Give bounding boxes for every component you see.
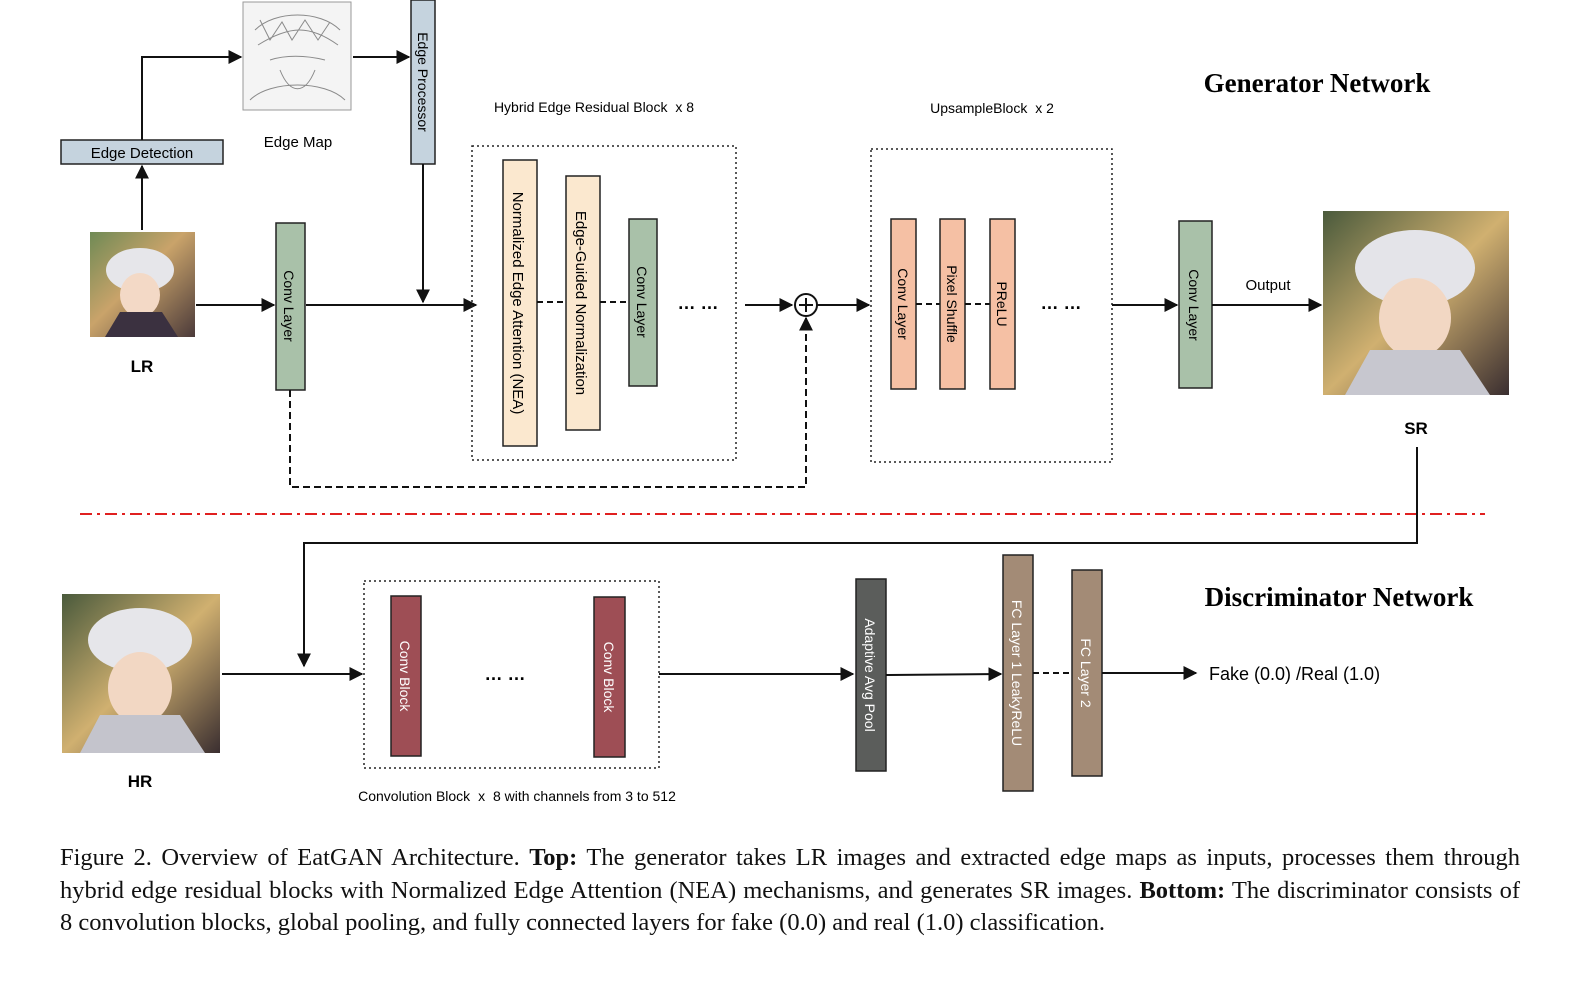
discriminator-output: Fake (0.0) /Real (1.0) [1209,664,1380,684]
nea-label: Normalized Edge Attention (NEA) [509,192,526,415]
pixel-shuffle-label: Pixel Shuffle [944,265,960,343]
conv-block-2-label: Conv Block [601,642,617,714]
conv-layer-1 [275,222,306,391]
conv-block-1-label: Conv Block [397,641,413,713]
conv-block-group-frame [363,580,660,769]
nea-box [502,159,538,447]
hybrid-conv-box [628,218,658,387]
upsample-ellipsis: … … [1040,293,1081,313]
lr-label: LR [131,357,154,376]
conv-group-caption: Convolution Block x 8 with channels from… [358,788,676,804]
caption-top-label: Top: [529,844,578,871]
conv-block-ellipsis: … … [484,664,525,684]
up-conv-box [890,218,917,390]
output-label: Output [1245,277,1291,294]
edge-detection-label: Edge Detection [91,145,194,162]
arrow-edge-detection-to-map [141,50,243,140]
edge-map-label: Edge Map [264,134,332,151]
conv-group-caption-b: x [478,788,485,804]
upsample-title: UpsampleBlock x 2 [930,100,1054,116]
caption-prefix: Figure 2. Overview of EatGAN Architectur… [60,844,520,871]
conv-block-2 [593,596,626,758]
fc1-label: FC Layer 1 LeakyReLU [1009,600,1025,746]
up-conv-label: Conv Layer [895,268,911,340]
discriminator-title: Discriminator Network [1205,582,1474,612]
hr-image [62,594,220,753]
prelu-label: PReLU [994,281,1010,326]
caption-bottom-label: Bottom: [1139,876,1226,904]
fc2-label: FC Layer 2 [1078,638,1094,707]
caption-top-text: The generator takes LR images and extrac… [60,844,1521,904]
hybrid-block-mult: x 8 [675,99,694,115]
figure-caption: Figure 2. Overview of EatGAN Architectur… [60,842,1520,940]
hr-label: HR [128,772,153,791]
fc2-box [1071,569,1103,777]
conv-block-1 [390,595,422,757]
hybrid-conv-label: Conv Layer [634,266,650,338]
hybrid-block-frame [471,145,737,461]
hybrid-block-title-text: Hybrid Edge Residual Block [494,99,669,115]
fc1-box [1002,554,1034,792]
upsample-block-frame [870,148,1113,463]
upsample-mult: x 2 [1035,100,1054,116]
conv-layer-1-label: Conv Layer [281,270,297,342]
final-conv-label: Conv Layer [1186,269,1202,341]
conv-group-caption-a: Convolution Block [358,788,471,804]
prelu-box [989,218,1016,390]
edge-processor-label: Edge Processor [415,32,431,132]
sr-label: SR [1404,419,1428,438]
upsample-title-text: UpsampleBlock [930,100,1028,116]
edge-processor-box [410,0,436,165]
pixel-shuffle-box [939,218,966,390]
plus-circle-icon [794,293,818,317]
lr-image [90,232,195,337]
edge-map-image [242,1,352,111]
final-conv-box [1178,220,1213,389]
hybrid-block-title: Hybrid Edge Residual Block x 8 [494,99,694,115]
generator-title: Generator Network [1204,68,1431,98]
hybrid-ellipsis: … … [677,293,718,313]
arrow-pool-to-fc1 [885,667,1003,682]
arrow-sr-to-discriminator [297,447,1418,668]
caption-bottom-text: The discriminator consists of 8 convolut… [60,876,1520,937]
avg-pool-label: Adaptive Avg Pool [862,618,878,731]
sr-image [1323,211,1509,395]
skip-connection-dashed [289,316,813,488]
conv-group-caption-c: 8 with channels from 3 to 512 [493,788,676,804]
avg-pool-box [855,578,887,772]
egn-label: Edge-Guided Normalization [572,211,589,395]
